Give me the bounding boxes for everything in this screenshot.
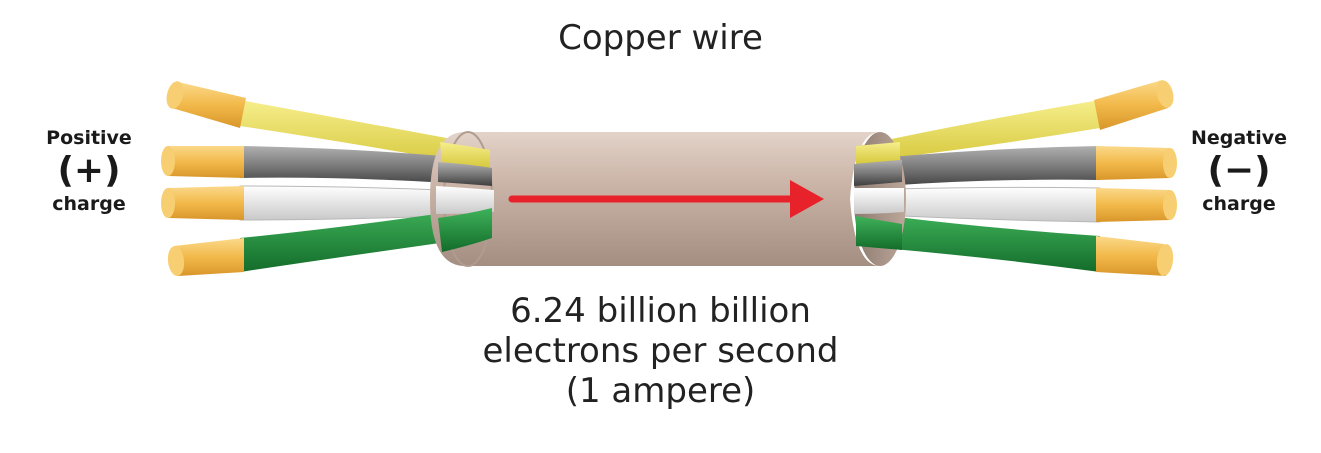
left-white-copper: [168, 186, 244, 220]
negative-charge-word: charge: [1202, 193, 1276, 215]
current-flow-arrow: [508, 180, 824, 218]
left-green-copper: [174, 238, 244, 276]
right-white-wire: [857, 186, 1101, 223]
positive-sign: (+): [57, 150, 121, 191]
caption-line-2: electrons per second: [482, 331, 839, 371]
right-green-wire: [858, 212, 1100, 272]
caption-line-3: (1 ampere): [565, 371, 756, 411]
positive-label-word: Positive: [46, 127, 132, 149]
right-gray-copper: [1096, 146, 1170, 180]
left-yellow-wire: [240, 100, 490, 168]
positive-charge-word: charge: [52, 193, 126, 215]
left-green-wire: [240, 206, 490, 272]
left-yellow-copper: [172, 82, 246, 128]
left-wire-tips: [436, 142, 494, 252]
right-yellow-wire: [858, 100, 1100, 162]
negative-terminal-label: Negative (−) charge: [1174, 126, 1304, 216]
diagram-title: Copper wire: [558, 18, 763, 58]
caption-line-1: 6.24 billion billion: [510, 291, 811, 331]
right-white-copper: [1096, 188, 1170, 222]
negative-label-word: Negative: [1190, 127, 1288, 149]
left-wire-bundle: [161, 81, 491, 276]
left-gray-copper: [168, 146, 244, 178]
left-gray-wire: [240, 146, 490, 186]
right-wire-bundle: [857, 80, 1177, 276]
right-wire-roots: [854, 142, 904, 250]
negative-sign: (−): [1207, 150, 1271, 191]
right-green-copper: [1096, 236, 1166, 276]
right-gray-wire: [858, 146, 1100, 188]
right-yellow-copper: [1094, 80, 1168, 130]
positive-terminal-label: Positive (+) charge: [24, 126, 154, 216]
